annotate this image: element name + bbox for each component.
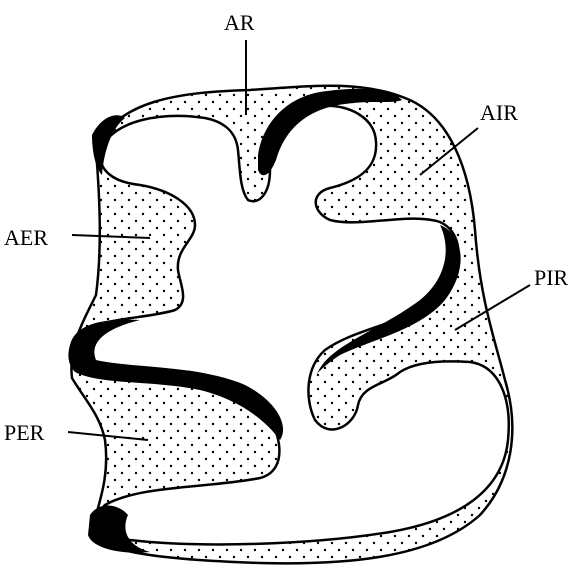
label-air: AIR — [480, 100, 518, 125]
label-ar: AR — [224, 10, 255, 35]
label-per: PER — [4, 420, 45, 445]
label-pir: PIR — [534, 265, 569, 290]
label-aer: AER — [4, 225, 48, 250]
